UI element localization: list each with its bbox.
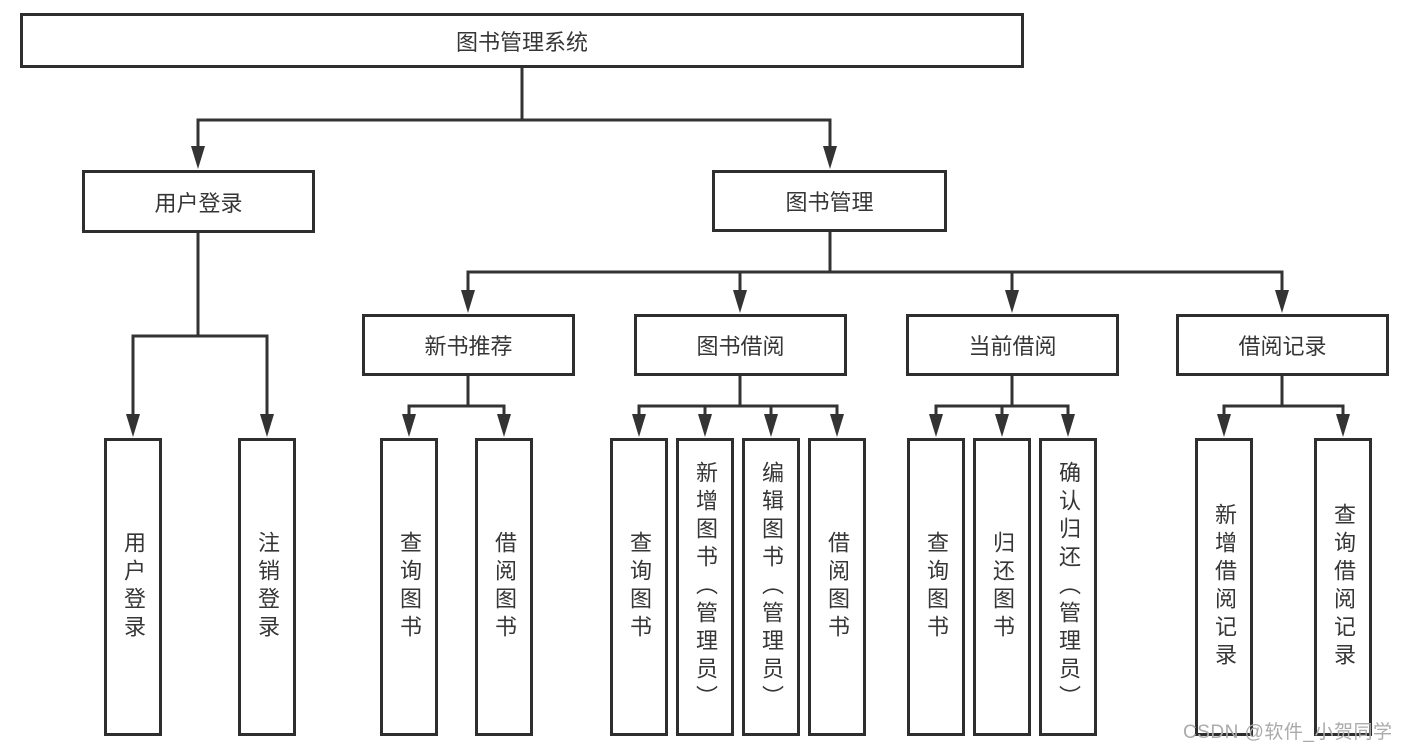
leaf-query-books-borrowing-label: 查询图书 — [627, 531, 652, 643]
node-current-borrowing: 当前借阅 — [906, 314, 1119, 376]
leaf-query-books-current: 查询图书 — [907, 438, 965, 736]
leaf-edit-books-admin-label: 编辑图书（管理员） — [759, 461, 784, 713]
csdn-watermark: CSDN @软件_小贺同学 — [1183, 722, 1393, 743]
leaf-add-books-admin: 新增图书（管理员） — [676, 438, 734, 736]
node-book-borrowing: 图书借阅 — [634, 314, 847, 376]
leaf-user-login-label: 用户登录 — [121, 531, 146, 643]
leaf-confirm-return-admin-label: 确认归还（管理员） — [1056, 461, 1081, 713]
node-library-system-label: 图书管理系统 — [455, 29, 588, 55]
leaf-edit-books-admin: 编辑图书（管理员） — [742, 438, 800, 736]
leaf-user-login: 用户登录 — [104, 438, 162, 736]
node-user-login: 用户登录 — [82, 170, 315, 233]
node-new-book-recommend-label: 新书推荐 — [424, 334, 513, 359]
leaf-add-borrow-record: 新增借阅记录 — [1195, 438, 1253, 736]
leaf-return-books: 归还图书 — [973, 438, 1031, 736]
leaf-query-borrow-record: 查询借阅记录 — [1314, 438, 1372, 736]
leaf-query-books-recommend-label: 查询图书 — [397, 531, 422, 643]
node-book-management-label: 图书管理 — [785, 190, 874, 215]
leaf-query-books-recommend: 查询图书 — [380, 438, 438, 736]
leaf-logout-login: 注销登录 — [238, 438, 296, 736]
node-book-management: 图书管理 — [712, 170, 947, 232]
node-borrow-records: 借阅记录 — [1176, 314, 1389, 376]
leaf-logout-login-label: 注销登录 — [255, 531, 280, 643]
leaf-add-borrow-record-label: 新增借阅记录 — [1212, 503, 1237, 671]
node-borrow-records-label: 借阅记录 — [1238, 334, 1327, 359]
leaf-borrow-books-label: 借阅图书 — [825, 531, 850, 643]
leaf-borrow-books: 借阅图书 — [808, 438, 866, 736]
node-user-login-label: 用户登录 — [154, 190, 243, 216]
node-current-borrowing-label: 当前借阅 — [968, 334, 1057, 359]
leaf-query-books-current-label: 查询图书 — [924, 531, 949, 643]
leaf-borrow-books-recommend: 借阅图书 — [475, 438, 533, 736]
node-book-borrowing-label: 图书借阅 — [696, 334, 785, 359]
leaf-return-books-label: 归还图书 — [990, 531, 1015, 643]
leaf-query-books-borrowing: 查询图书 — [610, 438, 668, 736]
leaf-borrow-books-recommend-label: 借阅图书 — [492, 531, 517, 643]
leaf-add-books-admin-label: 新增图书（管理员） — [693, 461, 718, 713]
node-library-system: 图书管理系统 — [20, 13, 1024, 68]
leaf-confirm-return-admin: 确认归还（管理员） — [1039, 438, 1097, 736]
node-new-book-recommend: 新书推荐 — [362, 314, 575, 376]
leaf-query-borrow-record-label: 查询借阅记录 — [1331, 503, 1356, 671]
